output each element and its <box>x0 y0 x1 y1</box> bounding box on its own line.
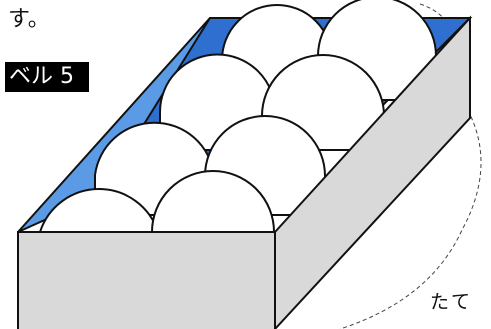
partial-sentence-text: す。 <box>8 7 50 32</box>
balls <box>39 0 437 263</box>
box-front-face <box>17 231 276 329</box>
level-badge: ベル 5 <box>5 62 89 92</box>
dimension-label: たて <box>430 291 473 313</box>
